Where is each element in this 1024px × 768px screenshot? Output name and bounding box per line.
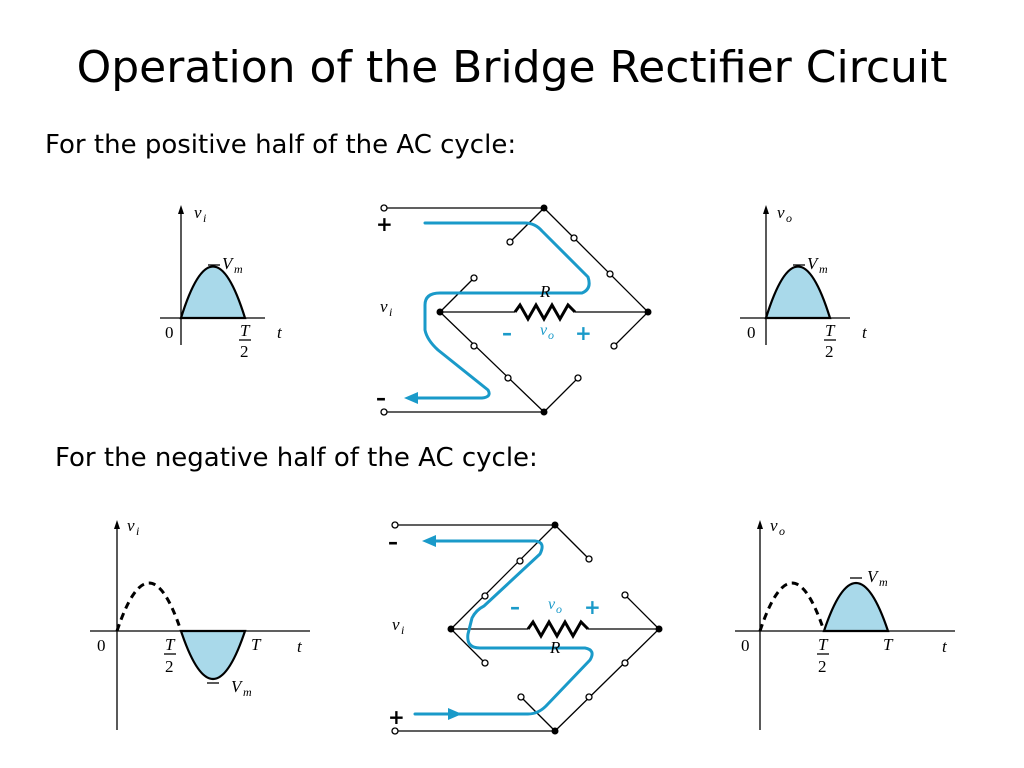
svg-text:v: v [777, 203, 785, 222]
svg-text:V: V [231, 677, 244, 696]
svg-text:v: v [127, 516, 135, 535]
svg-text:i: i [389, 305, 392, 319]
svg-text:V: V [867, 567, 880, 586]
svg-text:2: 2 [165, 657, 174, 676]
slide-title: Operation of the Bridge Rectifier Circui… [76, 42, 948, 93]
svg-text:o: o [556, 602, 562, 616]
caption-negative-half: For the negative half of the AC cycle: [55, 443, 538, 473]
svg-text:–: – [510, 595, 520, 619]
svg-text:T: T [165, 635, 176, 654]
svg-text:R: R [549, 638, 561, 657]
svg-text:v: v [380, 297, 388, 316]
svg-text:–: – [388, 530, 398, 554]
svg-text:v: v [548, 596, 556, 613]
svg-text:+: + [575, 321, 592, 345]
negative-bridge-circuit: – + v i R – v o + [388, 521, 663, 735]
svg-text:2: 2 [240, 342, 249, 361]
svg-text:2: 2 [818, 657, 827, 676]
svg-text:t: t [942, 637, 948, 656]
svg-text:t: t [297, 637, 303, 656]
svg-text:m: m [234, 262, 243, 276]
svg-text:–: – [376, 386, 386, 410]
svg-text:v: v [770, 516, 778, 535]
svg-text:m: m [243, 685, 252, 699]
positive-input-waveform: v i V m 0 T 2 t [160, 203, 283, 361]
svg-text:T: T [240, 321, 251, 340]
current-flow-path [413, 539, 594, 716]
positive-half-sine [179, 265, 247, 320]
svg-text:0: 0 [741, 636, 750, 655]
svg-text:–: – [502, 321, 512, 345]
rectified-half-sine [822, 582, 890, 633]
svg-text:t: t [277, 323, 283, 342]
negative-input-waveform: v i 0 T 2 T t V m [90, 516, 310, 730]
svg-text:0: 0 [97, 636, 106, 655]
negative-output-waveform: v o V m 0 T 2 T t [735, 516, 955, 730]
svg-text:v: v [194, 203, 202, 222]
svg-text:v: v [540, 322, 548, 339]
svg-text:m: m [819, 262, 828, 276]
svg-text:0: 0 [165, 323, 174, 342]
svg-text:v: v [392, 615, 400, 634]
svg-text:i: i [203, 211, 206, 225]
svg-text:T: T [818, 635, 829, 654]
svg-text:+: + [376, 212, 393, 236]
svg-text:o: o [779, 524, 785, 538]
caption-positive-half: For the positive half of the AC cycle: [45, 130, 517, 160]
svg-text:o: o [548, 328, 554, 342]
svg-text:V: V [222, 254, 235, 273]
svg-text:0: 0 [747, 323, 756, 342]
current-flow-path [408, 221, 591, 400]
svg-text:o: o [786, 211, 792, 225]
svg-text:2: 2 [825, 342, 834, 361]
svg-text:T: T [883, 635, 894, 654]
svg-text:i: i [136, 524, 139, 538]
output-half-sine [764, 265, 832, 320]
svg-text:i: i [401, 623, 404, 637]
negative-half-sine [179, 629, 247, 680]
svg-text:R: R [539, 282, 551, 301]
dashed-positive-half [758, 581, 826, 632]
positive-output-waveform: v o V m 0 T 2 t [740, 203, 868, 361]
svg-text:T: T [825, 321, 836, 340]
svg-text:+: + [584, 595, 601, 619]
svg-text:T: T [251, 635, 262, 654]
positive-bridge-circuit: + – v i R – v o + [376, 204, 652, 416]
svg-text:+: + [388, 705, 405, 729]
svg-text:m: m [879, 575, 888, 589]
dashed-positive-half [115, 581, 183, 632]
svg-text:t: t [862, 323, 868, 342]
svg-text:V: V [807, 254, 820, 273]
